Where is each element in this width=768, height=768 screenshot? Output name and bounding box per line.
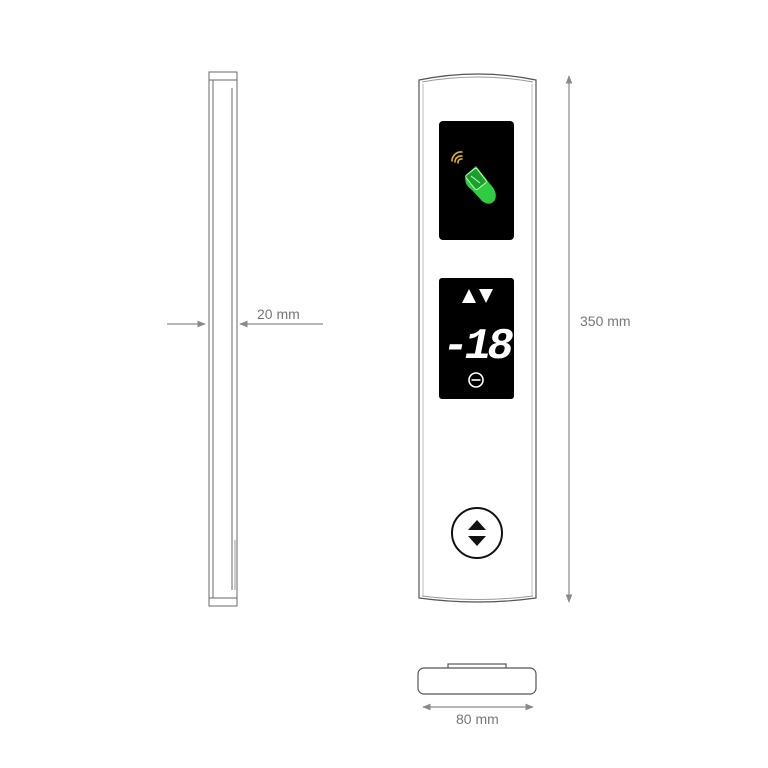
side-view: [208, 71, 238, 607]
width-label: 80 mm: [456, 711, 499, 727]
floor-display-screen: -18: [439, 278, 517, 399]
circle-minus-icon: [468, 372, 484, 388]
card-reader-screen: [439, 121, 514, 240]
height-label: 350 mm: [580, 313, 631, 329]
rfid-card-hand-icon: [451, 151, 496, 204]
floor-number: -18: [442, 322, 513, 372]
hall-call-button[interactable]: [451, 507, 503, 559]
thickness-label: 20 mm: [257, 306, 300, 322]
down-arrow: [479, 289, 493, 303]
bottom-view: [417, 663, 537, 695]
up-arrow: [462, 289, 476, 303]
up-down-arrows-icon: [468, 520, 486, 546]
